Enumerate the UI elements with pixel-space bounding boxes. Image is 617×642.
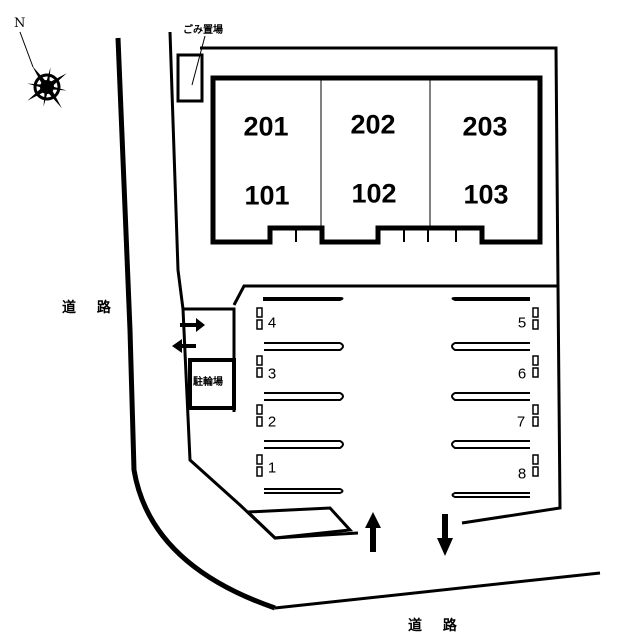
- road-boundary-left: [115, 37, 276, 611]
- bicycle-parking-label: 駐輪場: [193, 377, 223, 388]
- entrance-steps: [295, 228, 457, 242]
- parking-slot-2: 2: [267, 413, 277, 431]
- arrow-right-icon: [180, 318, 205, 332]
- road-boundary-bottom: [274, 571, 601, 610]
- parking-slot-8: 8: [517, 465, 527, 483]
- garbage-station: [176, 53, 204, 103]
- bicycle-parking: [188, 358, 236, 410]
- parking-slot-3: 3: [267, 365, 277, 383]
- parking-area-outline: [232, 284, 558, 306]
- unit-label-202: 202: [350, 109, 396, 140]
- unit-label-201: 201: [243, 111, 289, 142]
- building-outline: [210, 75, 543, 245]
- compass-rose-icon: [19, 31, 67, 109]
- road-label-bottom: 道 路: [408, 618, 465, 634]
- compass-north-label: N: [14, 16, 26, 31]
- parking-slot-1: 1: [267, 459, 277, 477]
- corner-planter: [244, 506, 354, 540]
- arrow-down-icon: [437, 514, 453, 556]
- road-label-left: 道 路: [62, 300, 119, 316]
- arrow-up-icon: [365, 512, 381, 552]
- garbage-station-label: ごみ置場: [183, 25, 223, 36]
- unit-label-102: 102: [351, 178, 397, 209]
- arrow-left-icon: [172, 339, 196, 353]
- unit-label-103: 103: [463, 179, 509, 210]
- parking-stalls-left: [263, 297, 344, 494]
- parking-slot-6: 6: [517, 365, 527, 383]
- parking-slot-4: 4: [267, 314, 277, 332]
- wheel-stops: [256, 307, 539, 477]
- garbage-leader-line: [191, 35, 206, 86]
- parking-stalls-right: [451, 297, 530, 498]
- unit-label-101: 101: [244, 180, 290, 211]
- parking-slot-5: 5: [517, 314, 527, 332]
- parking-slot-7: 7: [516, 413, 526, 431]
- unit-label-203: 203: [462, 111, 508, 142]
